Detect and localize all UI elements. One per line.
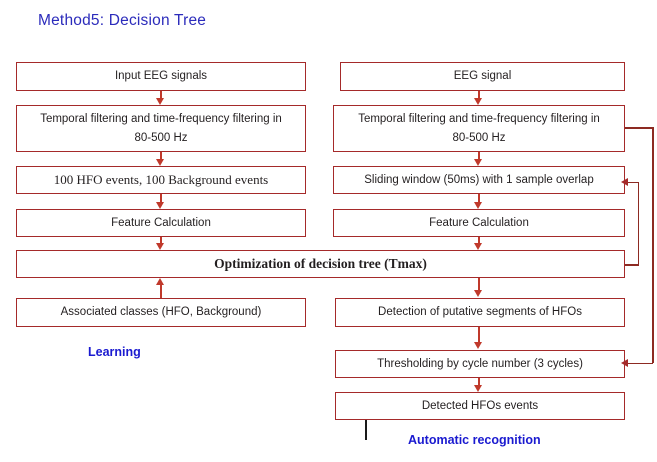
connector-line <box>160 194 162 203</box>
box-sliding-window[interactable]: Sliding window (50ms) with 1 sample over… <box>333 166 625 194</box>
box-label-line2: 80-500 Hz <box>452 131 506 144</box>
connector-line <box>478 237 480 244</box>
box-label: Optimization of decision tree (Tmax) <box>214 256 427 272</box>
arrow-left-icon <box>621 358 628 367</box>
feedback-loop-outer-segment <box>628 362 653 364</box>
feedback-loop-inner-segment <box>625 264 639 266</box>
feedback-loop-outer-segment <box>625 127 653 129</box>
connector-line <box>478 91 480 101</box>
box-temporal-filtering-right[interactable]: Temporal filtering and time-frequency fi… <box>333 105 625 152</box>
arrow-down-icon <box>474 159 482 166</box>
arrow-down-icon <box>474 290 482 297</box>
box-label: Detected HFOs events <box>421 399 539 412</box>
box-detected-hfos-events[interactable]: Detected HFOs events <box>335 392 625 420</box>
box-label: Detection of putative segments of HFOs <box>378 306 582 319</box>
box-associated-classes[interactable]: Associated classes (HFO, Background) <box>16 298 306 327</box>
connector-line <box>478 378 480 385</box>
box-input-eeg-signals[interactable]: Input EEG signals <box>16 62 306 91</box>
divider-tick <box>365 420 368 440</box>
arrow-down-icon <box>474 243 482 250</box>
box-label: EEG signal <box>453 70 512 83</box>
connector-line <box>160 91 162 101</box>
box-label: Input EEG signals <box>114 70 208 83</box>
arrow-down-icon <box>156 243 164 250</box>
arrow-down-icon <box>474 385 482 392</box>
box-label: Thresholding by cycle number (3 cycles) <box>377 357 583 370</box>
box-feature-calculation-left[interactable]: Feature Calculation <box>16 209 306 237</box>
feedback-loop-outer-segment <box>652 127 654 363</box>
box-label-line2: 80-500 Hz <box>134 131 188 144</box>
box-label: Feature Calculation <box>111 216 211 229</box>
box-label-line1: Temporal filtering and time-frequency fi… <box>40 113 282 126</box>
arrow-down-icon <box>156 159 164 166</box>
arrow-left-icon <box>621 177 628 186</box>
box-label: Sliding window (50ms) with 1 sample over… <box>364 173 594 186</box>
connector-line <box>160 152 162 161</box>
phase-label-learning: Learning <box>88 345 141 359</box>
arrow-down-icon <box>474 202 482 209</box>
box-detection-putative-segments[interactable]: Detection of putative segments of HFOs <box>335 298 625 327</box>
arrow-down-icon <box>156 202 164 209</box>
connector-line <box>160 237 162 244</box>
page-title: Method5: Decision Tree <box>38 12 207 29</box>
box-label: 100 HFO events, 100 Background events <box>53 171 269 187</box>
feedback-loop-inner-segment <box>628 181 639 183</box>
arrow-down-icon <box>156 98 164 105</box>
box-label: Associated classes (HFO, Background) <box>60 306 262 319</box>
box-label-line1: Temporal filtering and time-frequency fi… <box>358 113 600 126</box>
connector-line <box>478 152 480 161</box>
connector-line <box>160 285 162 298</box>
box-optimization-decision-tree[interactable]: Optimization of decision tree (Tmax) <box>16 250 625 278</box>
box-thresholding-cycle-number[interactable]: Thresholding by cycle number (3 cycles) <box>335 350 625 378</box>
box-temporal-filtering-left[interactable]: Temporal filtering and time-frequency fi… <box>16 105 306 152</box>
box-eeg-signal[interactable]: EEG signal <box>340 62 625 91</box>
connector-line <box>478 278 480 291</box>
arrow-up-icon <box>156 278 164 285</box>
arrow-down-icon <box>474 98 482 105</box>
arrow-down-icon <box>474 342 482 349</box>
phase-label-automatic-recognition: Automatic recognition <box>408 433 541 447</box>
box-feature-calculation-right[interactable]: Feature Calculation <box>333 209 625 237</box>
feedback-loop-inner-segment <box>637 182 639 265</box>
connector-line <box>478 194 480 203</box>
connector-line <box>478 327 480 343</box>
box-label: Feature Calculation <box>429 216 529 229</box>
box-hfo-background-events[interactable]: 100 HFO events, 100 Background events <box>16 166 306 194</box>
